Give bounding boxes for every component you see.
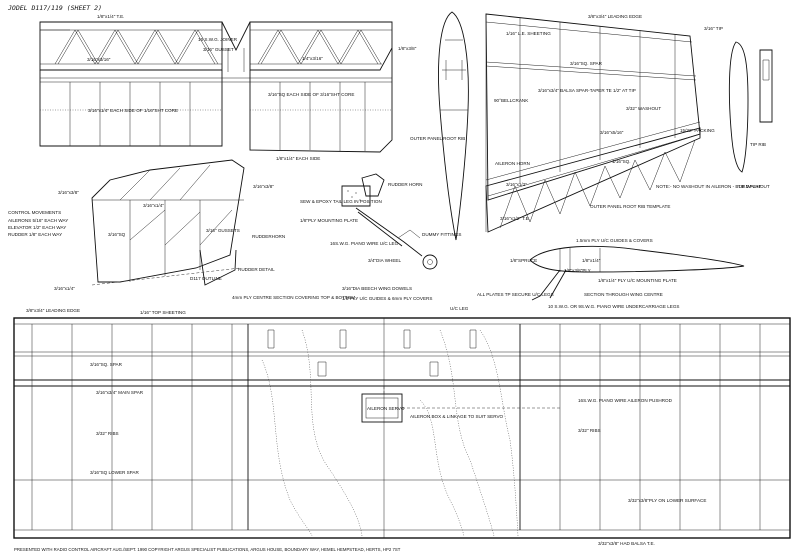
wing-label-surface: 3/32"x3/8"PLY ON LOWER SURFACE xyxy=(628,498,706,503)
outer-root-rib-drawing xyxy=(438,11,469,241)
wing-label-ply: 4mm PLY CENTRE SECTION COVERING TOP & BO… xyxy=(232,295,355,300)
wing-label-main: 3/16"x3/4" MAIN SPAR xyxy=(96,390,144,395)
wing-label-lower: 3/16"SQ LOWER SPAR xyxy=(90,470,139,475)
wing-label-top: 1/16" TOP SHEETING xyxy=(140,310,186,315)
wing-label-wire: 16S.W.G. PIANO WIRE AILERON PUSHROD xyxy=(578,398,673,403)
horn-label-wheel: 3/4"DIA WHEEL xyxy=(368,258,401,263)
horn-label: RUDDER HORN xyxy=(388,182,422,187)
wing-label-servo: AILERON SERVO xyxy=(367,406,405,411)
control-movements-ailerons: AILERONS 5/16" EACH WAY xyxy=(8,218,68,223)
stab-label-core: 3/16"SQ EACH SIDE OF 3/16"SHT CORE xyxy=(268,92,354,97)
section-label-legs: 10 S.W.G. OR 9S.W.G. PIANO WIRE UNDERCAR… xyxy=(548,304,679,309)
control-movements-elevator: ELEVATOR 1/2" EACH WAY xyxy=(8,225,66,230)
stab-label-joiner: 16 S.W.G. JOINER xyxy=(198,37,238,42)
tip-label-le: 3/8"x3/4" LEADING EDGE xyxy=(588,14,642,19)
rudder-label-f: RUDDERHORN xyxy=(252,234,285,239)
tip-label-note: NOTE:- NO WASHOUT IN AILERON - BUILD FLA… xyxy=(656,184,762,189)
tip-label-bellcrank: 90°BELLCRANK xyxy=(494,98,529,103)
control-movements-rudder: RUDDER 1/8" EACH WAY xyxy=(8,232,62,237)
tip-rib-label: TIP RIB xyxy=(750,142,766,147)
footer-credits: PRESENTED WITH RADIO CONTROL AIRCRAFT AU… xyxy=(14,547,401,552)
stab-label-each: 1/8"x1/4" EACH SIDE xyxy=(276,156,320,161)
outer-root-rib-label: OUTER PANEL ROOT RIB xyxy=(410,136,465,141)
stab-label-gusset: 3/16" GUSSET xyxy=(203,47,234,52)
stab-label-3x16: 3/16"x3/16" xyxy=(87,57,111,62)
tip-label-horn: AILERON HORN xyxy=(495,161,530,166)
section-title: SECTION THROUGH WING CENTRE xyxy=(584,292,663,297)
section-label-1x4: 1/8"x1/4" xyxy=(582,258,601,263)
section-label-3x8: 1/8"x3/8"PLY xyxy=(564,268,591,273)
wing-centre-section-drawing xyxy=(529,245,745,301)
rudder-label-c: 3/16"x1/4" xyxy=(143,203,164,208)
rudder-label-d: 3/16"SQ xyxy=(108,232,126,237)
stab-label-side: 3/16"x1/4" EACH SIDE OF 1/16"SHT CORE xyxy=(88,108,178,113)
tip-label-tip: 3/16" TIP xyxy=(704,26,723,31)
rudder-label-g: D117 OUTLINE xyxy=(190,276,222,281)
horn-label-epoxy: SEW & EPOXY TAIL LEG IN POSITION xyxy=(300,199,382,204)
rudder-fin-drawing xyxy=(91,159,245,286)
stab-label-1x4: 1/4"x3/16" xyxy=(302,56,323,61)
tip-label-packing: 15/32" PACKING xyxy=(680,128,715,133)
horn-label-dummy: DUMMY FITTINGS xyxy=(422,232,461,237)
tip-label-balsa: 3/16"x3/4" BALSA SPAR-TAPER TE 1/2" AT T… xyxy=(538,88,636,93)
sheet-title: JODEL D117/119 (SHEET 2) xyxy=(7,4,102,12)
wing-label-uc: U/C LEG xyxy=(450,306,469,311)
tip-label-template: OUTER PANEL ROOT RIB TEMPLATE xyxy=(590,204,670,209)
rudder-label-h: 3/16"x1/4" xyxy=(54,286,75,291)
tip-rib-drawing xyxy=(728,41,773,173)
wing-label-ribs2: 3/32" RIBS xyxy=(578,428,601,433)
wing-label-spar: 3/16"SQ. SPAR xyxy=(90,362,123,367)
section-label-spruce: 1/8"SPRUCE xyxy=(510,258,537,263)
wing-label-dowels: 3/16"DIA BEECH WING DOWELS xyxy=(342,286,412,291)
wing-label-guides: 1/8"PLY U/C GUIDES & 6mm PLY COVERS xyxy=(342,296,432,301)
horn-label-wire: 16S.W.G. PIANO WIRE U/C LEG xyxy=(330,241,399,246)
wing-label-box: AILERON BOX & LINKAGE TO SUIT SERVO xyxy=(410,414,504,419)
main-wing-plan-drawing xyxy=(13,317,791,539)
tip-washout-label: TIP WASHOUT xyxy=(738,184,770,189)
wing-label-le: 3/8"x3/4" LEADING EDGE xyxy=(26,308,80,313)
tip-label-5x16: 3/16"x5/16" xyxy=(600,130,624,135)
wing-label-ribs: 3/32" RIBS xyxy=(96,431,119,436)
rudder-detail-title: RUDDER DETAIL xyxy=(238,267,275,272)
section-label-mount: 1/8"x1/4" PLY U/C MOUNTING PLATE xyxy=(598,278,677,283)
control-movements-title: CONTROL MOVEMENTS xyxy=(8,210,61,215)
tail-leg-drawing xyxy=(341,173,438,270)
tip-label-1x2: 3/16"x1/2" xyxy=(506,182,527,187)
stab-label-te: 1/8"x1/4" T.E. xyxy=(97,14,124,19)
rudder-label-a: 3/16"x3/8" xyxy=(58,190,79,195)
tip-label-sheet: 1/16" L.E. SHEETING xyxy=(506,31,551,36)
horn-label-ply: 1/8"PLY MOUNTING PLATE xyxy=(300,218,358,223)
stab-label-right: 1/8"x3/8" xyxy=(398,46,417,51)
rudder-label-b: 3/16"x3/8" xyxy=(253,184,274,189)
wing-label-te: 3/32"x3/8" HAD BALSA T.E. xyxy=(598,541,655,546)
section-label-ply: 1.5mm PLY U/C GUIDES & COVERS xyxy=(576,238,653,243)
stabiliser-elevator-drawing xyxy=(39,21,393,153)
wing-tip-panel-drawing xyxy=(485,13,701,233)
tip-label-te: 3/16"x1/2" T.E. xyxy=(500,216,530,221)
tip-label-spar: 3/16"SQ. SPAR xyxy=(570,61,603,66)
tip-label-washout: 3/32" WASHOUT xyxy=(626,106,661,111)
rudder-label-e: 3/16" GUSSETS xyxy=(206,228,240,233)
tip-label-sq: 1/16"SQ. xyxy=(612,159,631,164)
section-label-plates: ALL PLATES TP SECURE U/C LEGS xyxy=(477,292,554,297)
